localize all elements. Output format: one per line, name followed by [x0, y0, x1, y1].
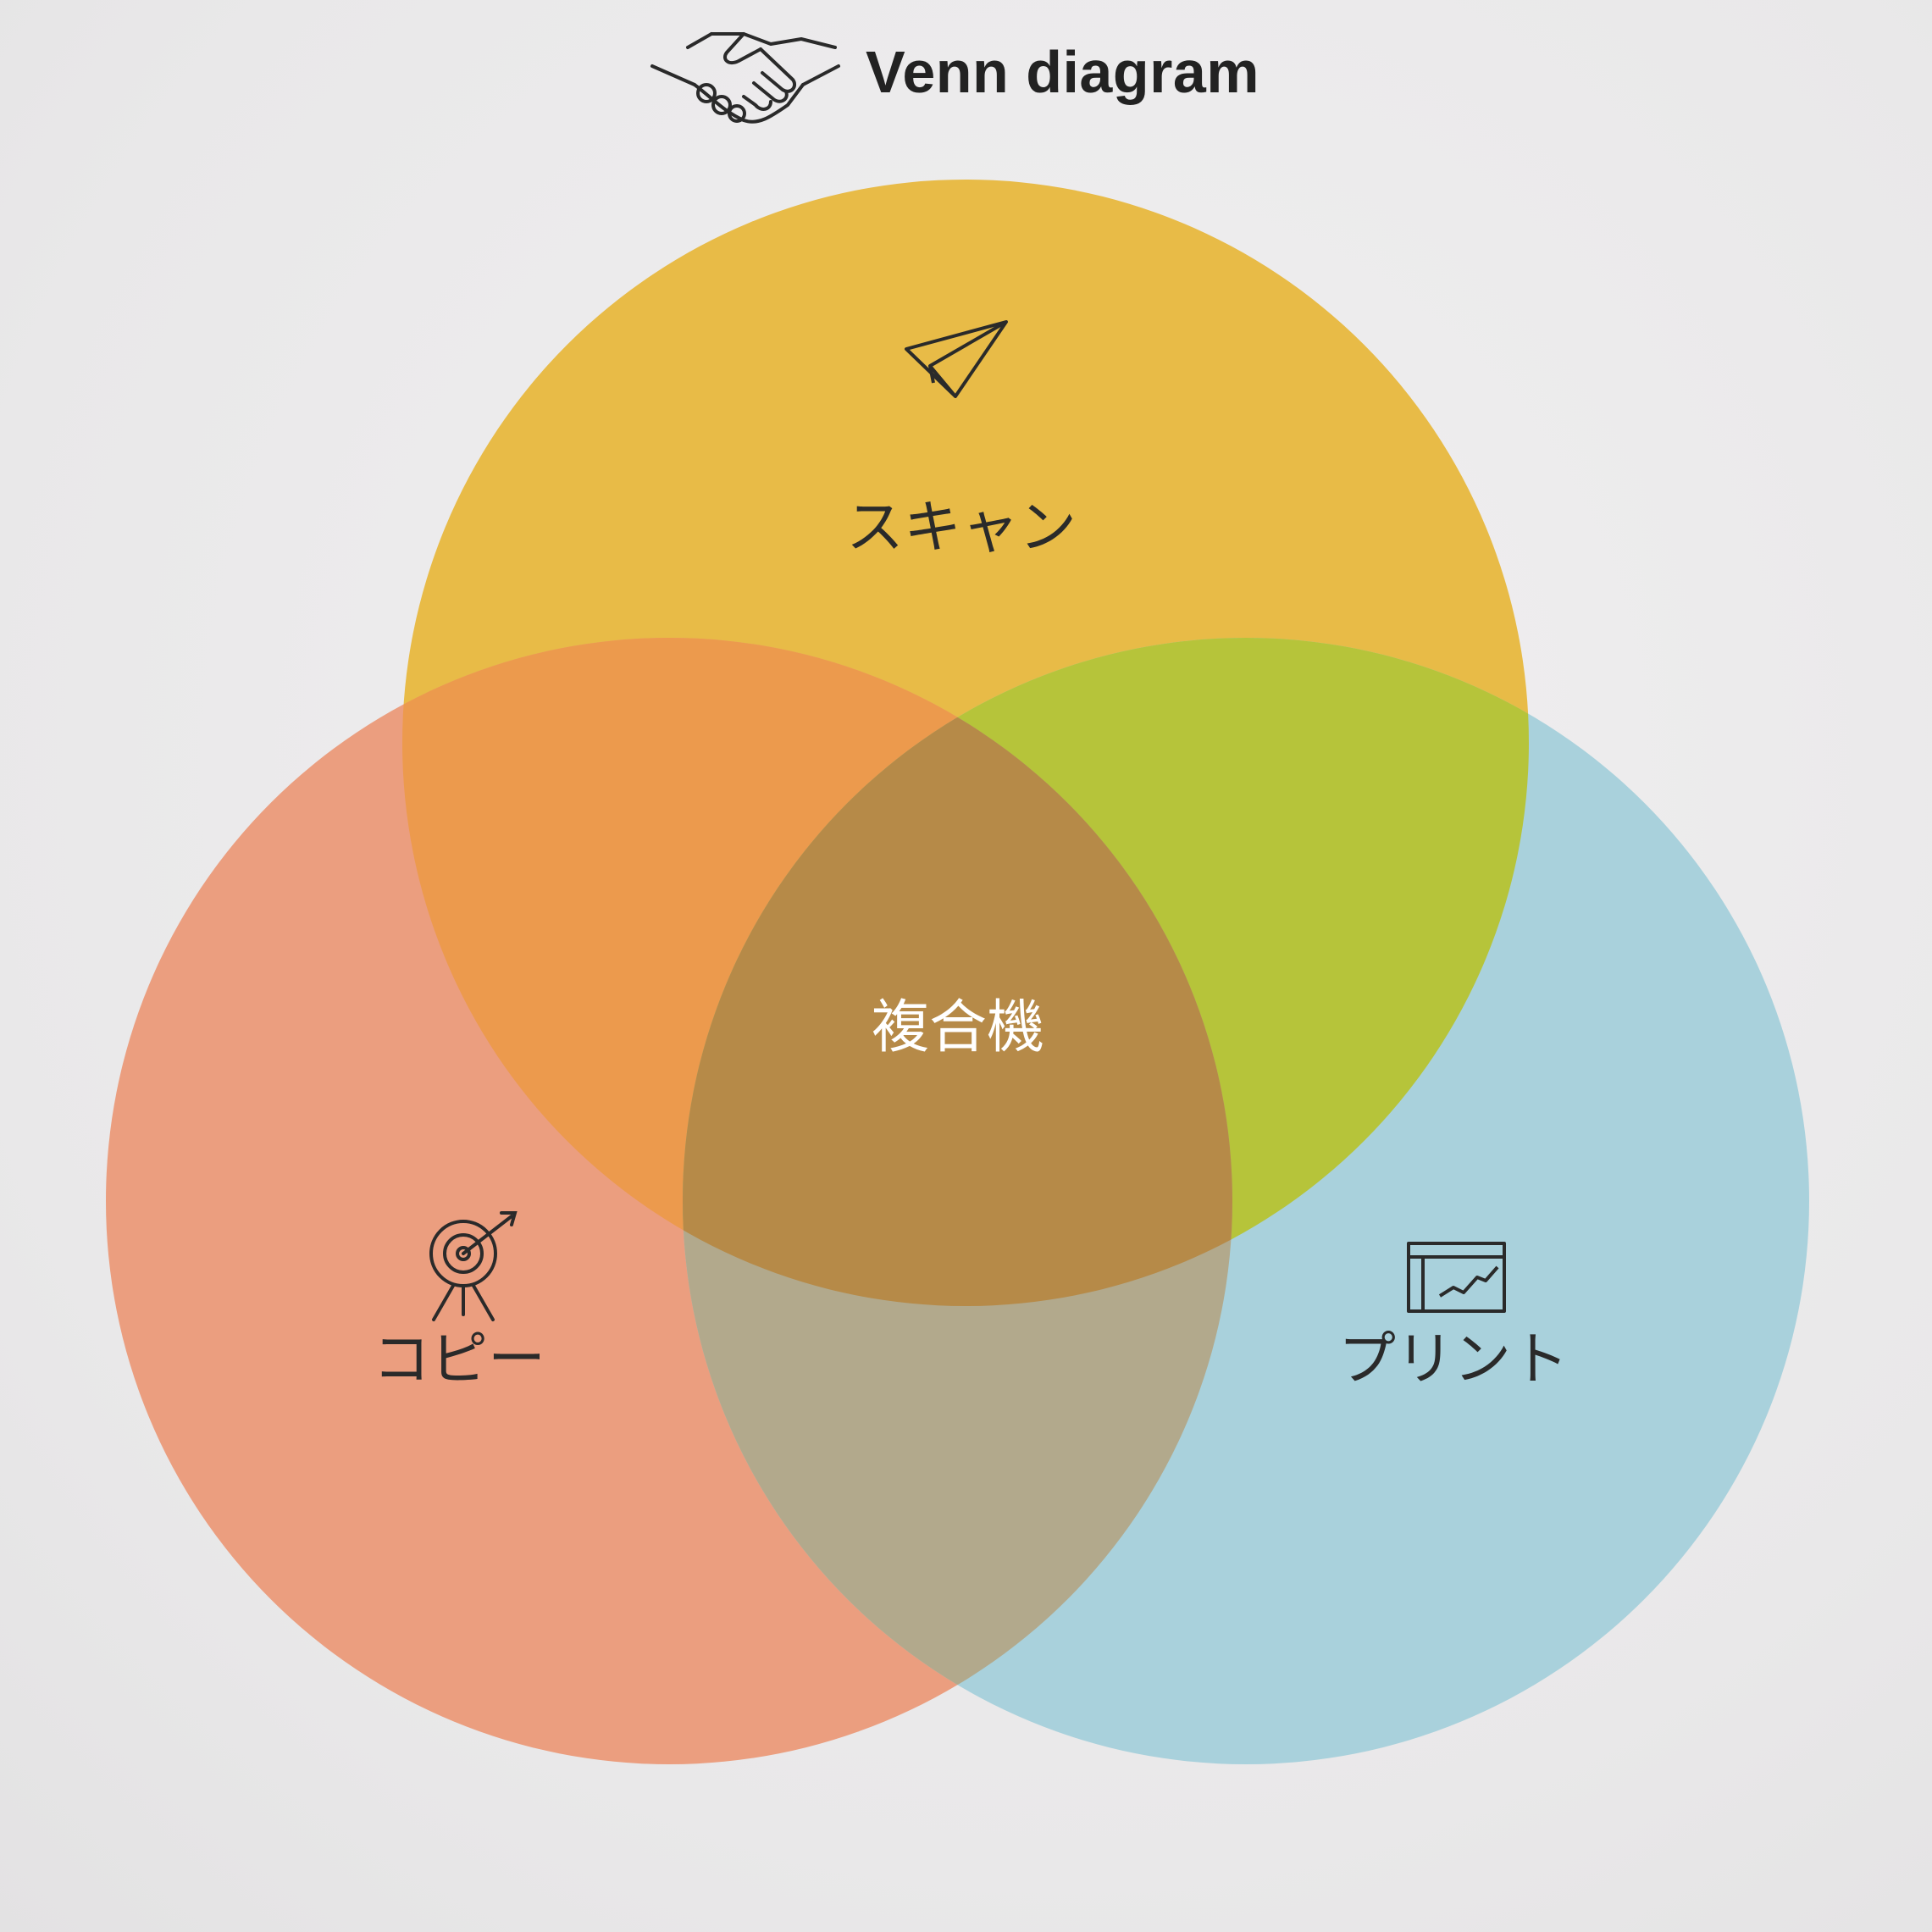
chart-window-icon	[1407, 1242, 1506, 1313]
paper-plane-icon	[905, 320, 1008, 398]
set-label-print: プリント	[1338, 1326, 1569, 1393]
header: Venn diagram	[644, 17, 1259, 127]
page-title: Venn diagram	[866, 39, 1260, 105]
set-label-scan: スキャン	[846, 495, 1077, 562]
target-icon	[429, 1211, 518, 1321]
handshake-icon	[650, 32, 840, 124]
set-label-copy: コピー	[373, 1326, 545, 1393]
overlap-all-three	[683, 638, 1232, 1306]
intersection-label: 複合機	[872, 994, 1044, 1061]
